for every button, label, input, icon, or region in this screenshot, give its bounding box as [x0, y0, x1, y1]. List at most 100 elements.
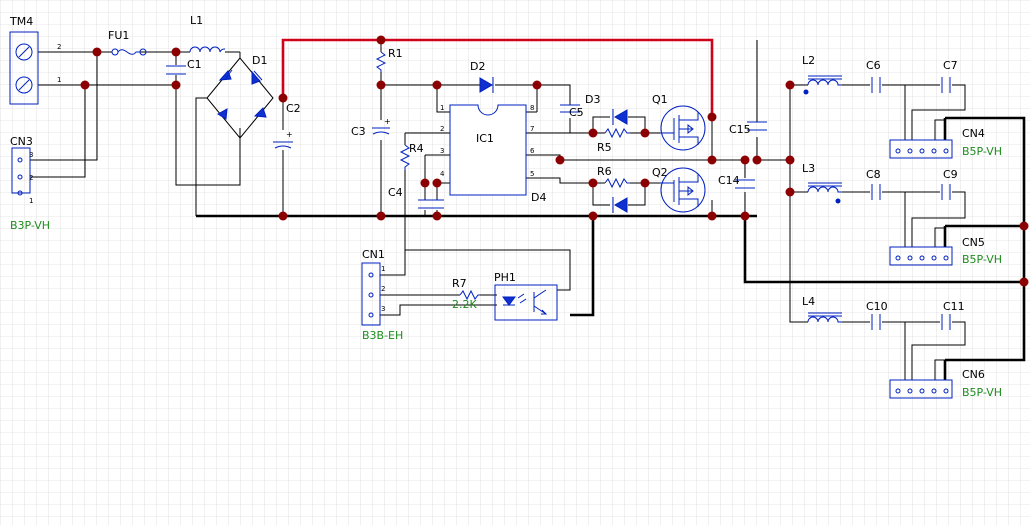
- junction-node: [376, 35, 386, 45]
- r4-ref: R4: [409, 142, 424, 155]
- l3-polarity-dot: [835, 198, 841, 204]
- fu1-ref: FU1: [108, 29, 129, 42]
- l1-ref: L1: [190, 14, 203, 27]
- capacitor-c6: [871, 77, 881, 93]
- junction-node: [432, 211, 442, 221]
- resistor-r4: [399, 144, 411, 170]
- tm4-ref: TM4: [9, 15, 33, 28]
- ic1-ref: IC1: [476, 132, 494, 145]
- cn1-pin1: 1: [381, 265, 385, 273]
- cn1-pin3: 3: [381, 305, 385, 313]
- r7-ref: R7: [452, 277, 467, 290]
- junction-node: [707, 211, 717, 221]
- c8-ref: C8: [866, 168, 881, 181]
- cn6-value: B5P-VH: [962, 386, 1002, 399]
- resistor-r5: [604, 127, 630, 139]
- c11-ref: C11: [943, 300, 965, 313]
- capacitor-c8: [871, 184, 881, 200]
- cn3-value: B3P-VH: [10, 219, 50, 232]
- l2-polarity-dot: [803, 89, 809, 95]
- mosfet-q1: [660, 105, 706, 151]
- photocoupler-ph1: [494, 284, 558, 321]
- d2-ref: D2: [470, 60, 485, 73]
- junction-node: [420, 178, 430, 188]
- junction-node: [1019, 221, 1029, 231]
- junction-node: [707, 155, 717, 165]
- junction-node: [640, 128, 650, 138]
- junction-node: [80, 80, 90, 90]
- junction-node: [171, 80, 181, 90]
- r6-ref: R6: [597, 165, 612, 178]
- cn1-connector: [361, 262, 381, 326]
- cn6-ref: CN6: [962, 368, 985, 381]
- ic1-package: [449, 104, 527, 196]
- junction-nodes: [80, 35, 1029, 287]
- mosfet-q2: [660, 167, 706, 213]
- r7-value: 2.2K: [452, 298, 477, 311]
- c4-ref: C4: [388, 186, 403, 199]
- l4-ref: L4: [802, 295, 815, 308]
- cn3-connector: [11, 147, 31, 196]
- junction-node: [1019, 277, 1029, 287]
- capacitor-c2: +: [273, 130, 293, 149]
- junction-node: [278, 211, 288, 221]
- tm4-terminal: [9, 31, 39, 105]
- resistor-r1: [375, 51, 387, 72]
- cn3-ref: CN3: [10, 135, 33, 148]
- bridge-rectifier-d1: [206, 57, 274, 139]
- junction-node: [740, 155, 750, 165]
- cn3-pin2: 2: [29, 174, 33, 182]
- ph1-ref: PH1: [494, 271, 516, 284]
- c5-ref: C5: [569, 106, 584, 119]
- capacitor-c7: [941, 77, 951, 93]
- r1-ref: R1: [388, 47, 403, 60]
- junction-node: [92, 47, 102, 57]
- cn6-connector: [889, 379, 953, 399]
- junction-node: [640, 178, 650, 188]
- c6-ref: C6: [866, 59, 881, 72]
- cn4-connector: [889, 139, 953, 159]
- ic1-pin3: 3: [440, 147, 444, 155]
- d4-ref: D4: [531, 191, 546, 204]
- tm4-pin1: 1: [57, 76, 61, 84]
- c7-ref: C7: [943, 59, 958, 72]
- diode-d4: [612, 197, 628, 213]
- cn5-value: B5P-VH: [962, 253, 1002, 266]
- q2-ref: Q2: [652, 166, 668, 179]
- capacitor-c1: [166, 65, 186, 75]
- junction-node: [785, 80, 795, 90]
- c10-ref: C10: [866, 300, 888, 313]
- junction-node: [376, 80, 386, 90]
- junction-node: [740, 211, 750, 221]
- diode-d2: [479, 77, 494, 93]
- capacitor-c9: [941, 184, 951, 200]
- c15-ref: C15: [729, 123, 751, 136]
- c1-ref: C1: [187, 58, 202, 71]
- l2-ref: L2: [802, 54, 815, 67]
- cn1-ref: CN1: [362, 248, 385, 261]
- junction-node: [171, 47, 181, 57]
- cn4-value: B5P-VH: [962, 145, 1002, 158]
- cn4-ref: CN4: [962, 127, 985, 140]
- svg-text:+: +: [384, 117, 391, 126]
- dc-rail-highlight: [281, 38, 714, 117]
- l3-ref: L3: [802, 162, 815, 175]
- inductor-l4: [807, 312, 842, 323]
- junction-node: [785, 187, 795, 197]
- inductor-l3: [807, 182, 842, 193]
- inductor-l2: [807, 75, 842, 86]
- ic1-pin1: 1: [440, 104, 444, 112]
- capacitor-c5: [560, 104, 580, 113]
- capacitor-c10: [871, 314, 881, 330]
- junction-node: [278, 93, 288, 103]
- r5-ref: R5: [597, 141, 612, 154]
- svg-text:+: +: [286, 130, 293, 139]
- junction-node: [588, 178, 598, 188]
- cn1-pin2: 2: [381, 285, 385, 293]
- cn3-pin3: 3: [29, 151, 33, 159]
- ic1-pin7: 7: [530, 125, 534, 133]
- junction-node: [432, 178, 442, 188]
- inductor-l1: [189, 46, 226, 53]
